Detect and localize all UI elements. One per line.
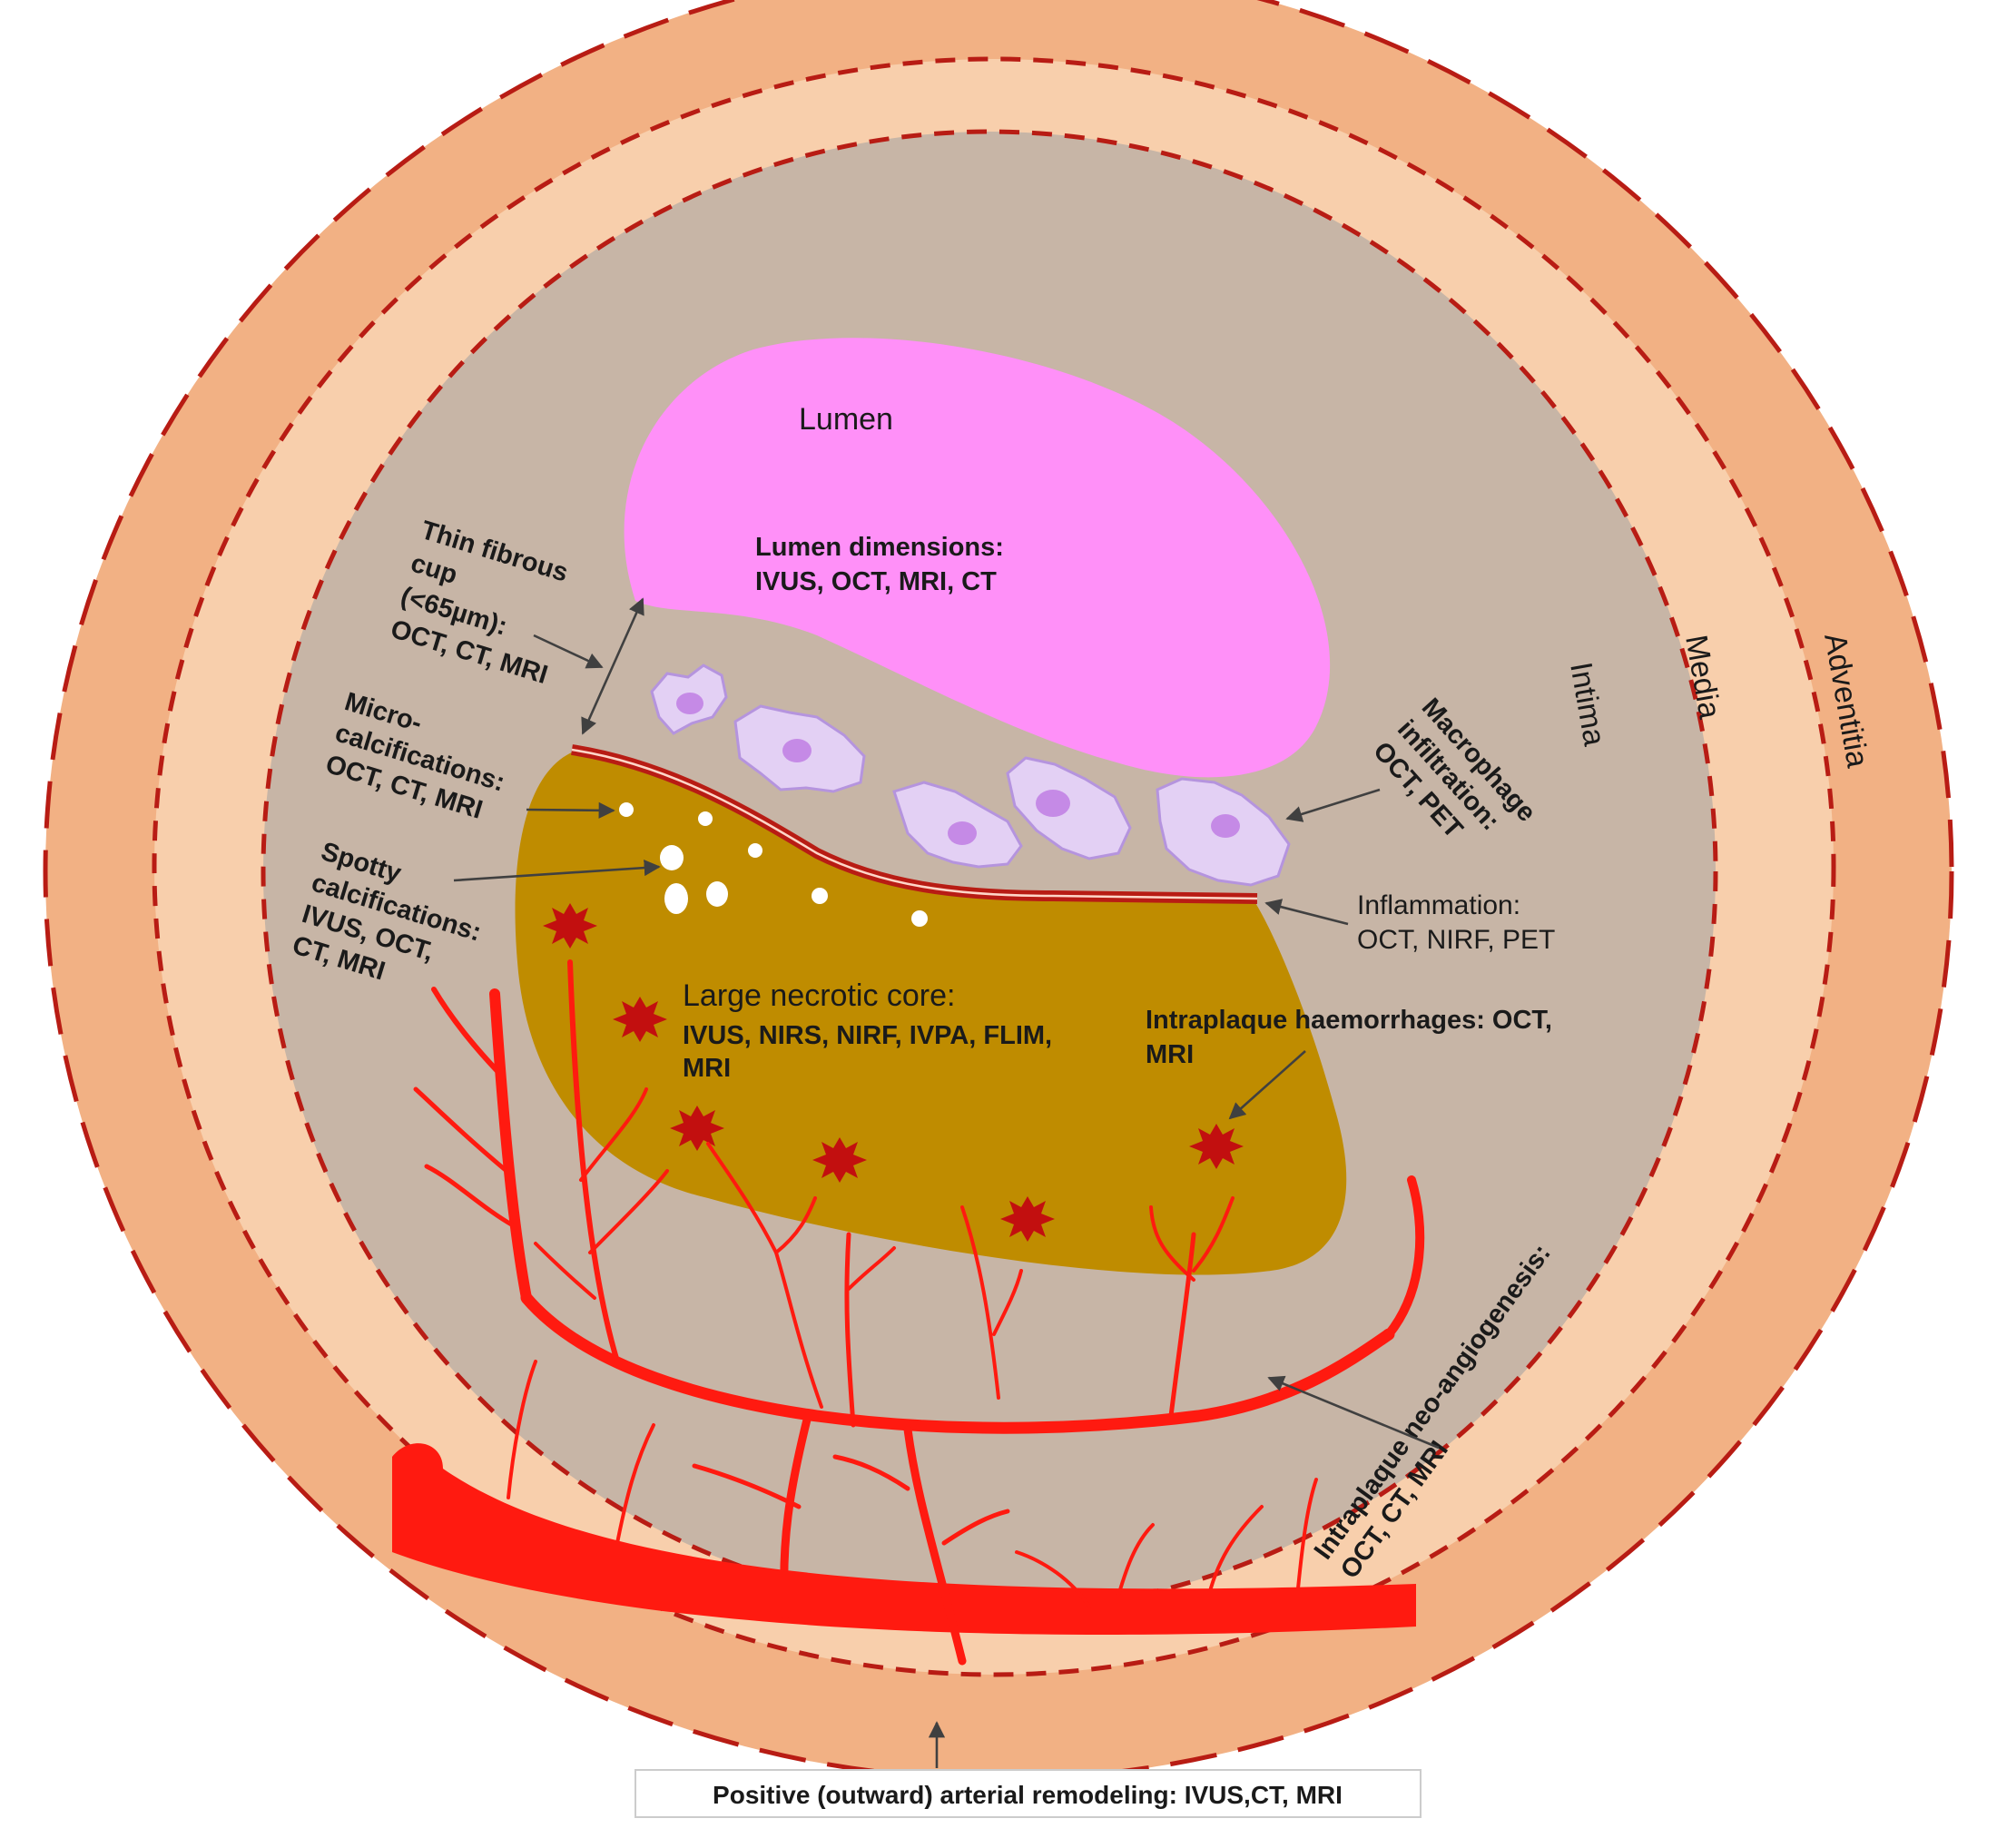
micro-calcification [812, 888, 828, 904]
macrophage-cell [733, 704, 866, 793]
fibrous-cap [571, 744, 1258, 904]
fibrous-cap-thickness-arrow [581, 597, 644, 735]
calcifications [619, 802, 928, 927]
spotty-calcification [664, 883, 688, 914]
intraplaque-haemorrhages-label: Intraplaque haemorrhages: OCT, MRI [1146, 1006, 1559, 1069]
haemorrhage-star [670, 1106, 724, 1151]
remodeling-label: Positive (outward) arterial remodeling: … [713, 1781, 1343, 1809]
lumen-dimensions-label: Lumen dimensions: IVUS, OCT, MRI, CT [755, 533, 1011, 596]
micro-calcification [911, 910, 928, 927]
inflammation-label: Inflammation: OCT, NIRF, PET [1357, 890, 1555, 955]
micro-calcification [748, 843, 762, 858]
haemorrhage-star [812, 1137, 867, 1183]
haemorrhage-arrow [1228, 1050, 1306, 1120]
inflammation-arrow [1264, 899, 1349, 926]
macrophage-cell [892, 781, 1023, 869]
remodeling-label-box [635, 1769, 1422, 1818]
haemorrhage-star [1000, 1196, 1055, 1242]
micro-calcification [698, 811, 713, 826]
fibrous-cap-arrow [533, 634, 604, 669]
annotation-arrows [453, 597, 1440, 1768]
micro-calcification [619, 802, 634, 817]
macrophage-arrow [1285, 788, 1381, 822]
necrotic-core-shape [515, 752, 1347, 1275]
spotty-calcification [660, 845, 684, 870]
spotty-calcification [706, 881, 728, 907]
lumen-shape [624, 338, 1331, 778]
micro-calcifications-arrow [526, 801, 615, 819]
haemorrhage-star [543, 903, 597, 949]
macrophage-cell [1006, 756, 1132, 860]
lumen-label: Lumen [799, 402, 893, 437]
macrophage-cells [650, 664, 1291, 887]
macrophage-cell [1156, 777, 1291, 887]
neo-angiogenesis-arrow [1267, 1375, 1440, 1450]
haemorrhage-star [1189, 1124, 1244, 1169]
necrotic-core-label: Large necrotic core: IVUS, NIRS, NIRF, I… [683, 978, 1057, 1083]
outer-remodeling-vessel [392, 1443, 1416, 1636]
haemorrhages [543, 903, 1244, 1242]
macrophage-cell [650, 664, 728, 735]
haemorrhage-star [613, 997, 667, 1042]
spotty-calcifications-arrow [453, 860, 661, 882]
